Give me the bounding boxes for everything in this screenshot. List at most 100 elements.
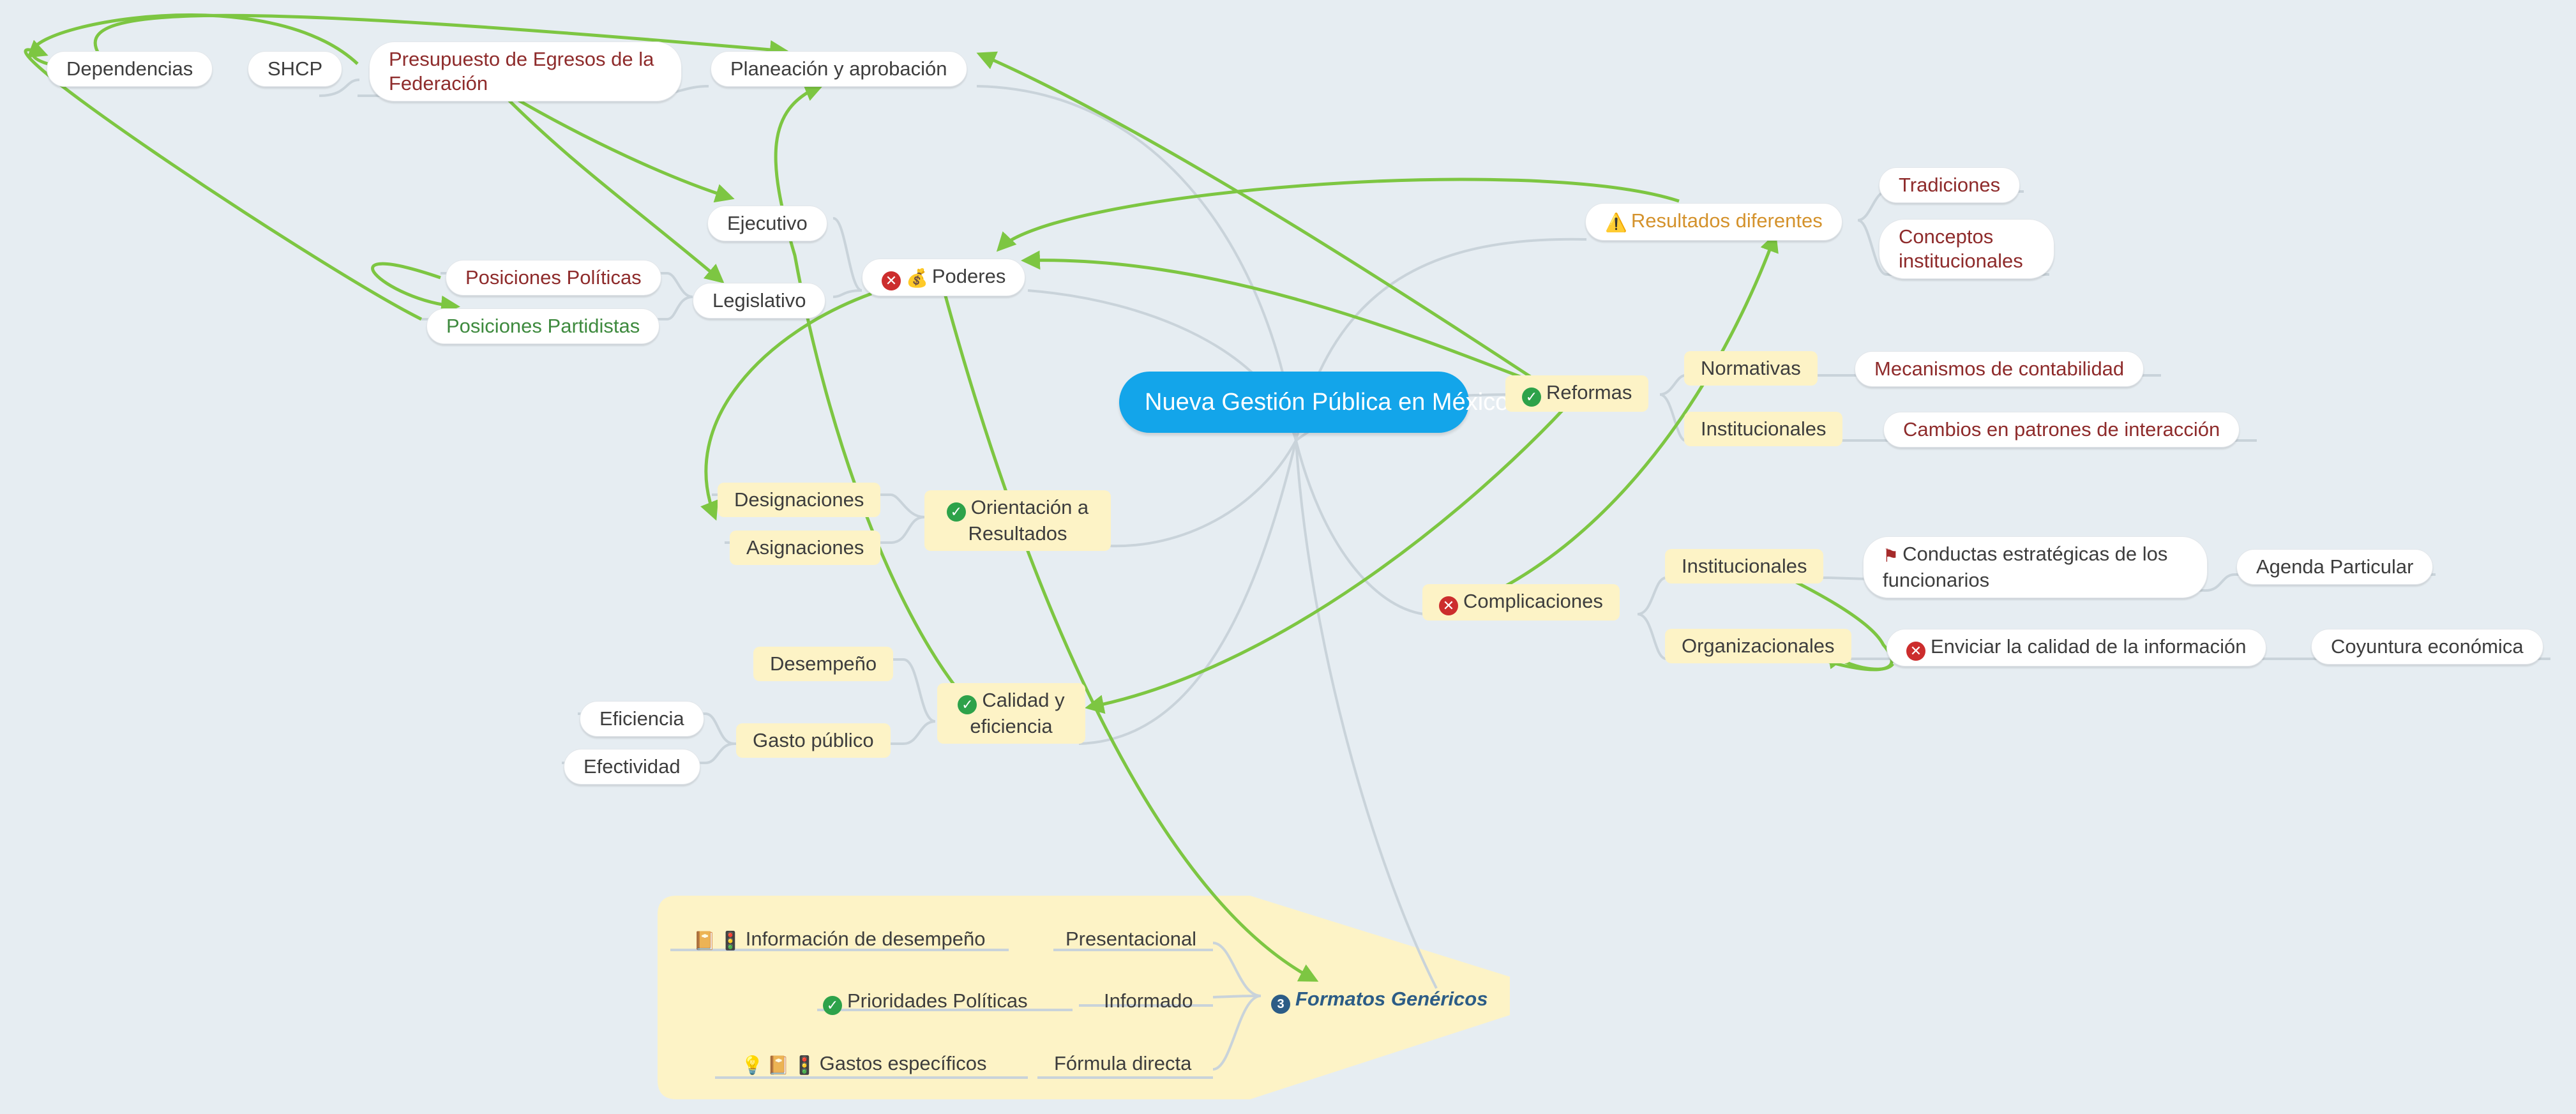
topic-presupuesto-label: Presupuesto de Egresos de la Federación (389, 48, 654, 94)
lightbulb-icon: 💡 (741, 1055, 764, 1075)
topic-gastos-especificos[interactable]: 💡📔🚦Gastos específicos (737, 1048, 991, 1081)
topic-mecanismos-label: Mecanismos de contabilidad (1874, 358, 2125, 380)
cross-circle-icon: ✕ (882, 271, 901, 290)
warning-icon: ⚠️ (1605, 213, 1627, 232)
branch-lines (319, 79, 2550, 1079)
topic-reformas-label: Reformas (1546, 381, 1632, 403)
topic-presentacional[interactable]: Presentacional (1062, 923, 1200, 955)
topic-organizacionales[interactable]: Organizacionales (1665, 629, 1851, 663)
topic-designaciones-label: Designaciones (734, 488, 864, 511)
traffic-light-icon: 🚦 (719, 931, 742, 951)
formatos-boundary (658, 896, 1510, 1099)
topic-institucionales-reformas-label: Institucionales (1701, 418, 1827, 440)
topic-conductas-label: Conductas estratégicas de los funcionari… (1883, 543, 2168, 591)
topic-resultados[interactable]: ⚠️Resultados diferentes (1585, 203, 1842, 241)
topic-gasto-publico-label: Gasto público (753, 729, 874, 751)
topic-poderes[interactable]: ✕ 💰Poderes (862, 259, 1026, 296)
topic-legislativo[interactable]: Legislativo (693, 283, 826, 319)
topic-institucionales-reformas[interactable]: Institucionales (1684, 412, 1843, 446)
book-icon: 📔 (767, 1055, 790, 1075)
topic-normativas[interactable]: Normativas (1684, 351, 1818, 386)
topic-posiciones-politicas[interactable]: Posiciones Políticas (446, 260, 661, 296)
topic-institucionales-complicaciones[interactable]: Institucionales (1665, 549, 1824, 583)
check-circle-icon: ✓ (1522, 388, 1541, 407)
topic-informacion-desempeno-label: Información de desempeño (745, 928, 986, 950)
topic-posiciones-politicas-label: Posiciones Políticas (465, 266, 642, 289)
cross-circle-icon: ✕ (1439, 596, 1458, 615)
flag-icon: ⚑ (1883, 546, 1899, 566)
topic-mecanismos[interactable]: Mecanismos de contabilidad (1855, 351, 2144, 387)
topic-agenda-particular-label: Agenda Particular (2256, 555, 2414, 578)
topic-cambios[interactable]: Cambios en patrones de interacción (1883, 412, 2240, 448)
topic-agenda-particular[interactable]: Agenda Particular (2236, 549, 2434, 585)
topic-ejecutivo-label: Ejecutivo (727, 212, 808, 234)
topic-coyuntura[interactable]: Coyuntura económica (2311, 629, 2543, 665)
topic-tradiciones-label: Tradiciones (1899, 174, 2001, 196)
relationship-lines (24, 13, 1894, 982)
topic-presentacional-label: Presentacional (1066, 928, 1197, 950)
check-circle-icon: ✓ (946, 502, 966, 522)
topic-asignaciones-label: Asignaciones (746, 536, 864, 559)
topic-gasto-publico[interactable]: Gasto público (736, 723, 891, 758)
topic-enviciar-label: Enviciar la calidad de la información (1931, 635, 2247, 658)
check-circle-icon: ✓ (958, 695, 977, 714)
topic-ejecutivo[interactable]: Ejecutivo (707, 206, 827, 241)
topic-designaciones[interactable]: Designaciones (718, 483, 881, 517)
topic-eficiencia[interactable]: Eficiencia (580, 701, 704, 737)
topic-poderes-label: Poderes (931, 265, 1006, 287)
topic-tradiciones[interactable]: Tradiciones (1879, 167, 2021, 203)
number-badge-icon: 3 (1271, 995, 1290, 1014)
topic-conceptos-label: Conceptos institucionales (1899, 225, 2023, 272)
topic-shcp-label: SHCP (267, 57, 323, 80)
central-topic-label: Nueva Gestión Pública en México (1145, 389, 1509, 416)
topic-formatos[interactable]: 3 Formatos Genéricos (1267, 983, 1491, 1018)
topic-prioridades-politicas-label: Prioridades Políticas (847, 990, 1028, 1012)
topic-prioridades-politicas[interactable]: ✓ Prioridades Políticas (819, 985, 1032, 1019)
topic-dependencias-label: Dependencias (66, 57, 193, 80)
topic-reformas[interactable]: ✓ Reformas (1505, 375, 1649, 412)
topic-legislativo-label: Legislativo (712, 289, 806, 312)
topic-orientacion[interactable]: ✓Orientación a Resultados (924, 490, 1111, 551)
topic-informado[interactable]: Informado (1100, 985, 1197, 1017)
topic-informacion-desempeno[interactable]: 📔🚦Información de desempeño (689, 923, 989, 957)
topic-informado-label: Informado (1104, 990, 1193, 1012)
topic-asignaciones[interactable]: Asignaciones (730, 531, 881, 565)
topic-organizacionales-label: Organizacionales (1682, 635, 1835, 657)
traffic-light-icon: 🚦 (793, 1055, 816, 1075)
topic-efectividad[interactable]: Efectividad (564, 749, 700, 785)
topic-conceptos[interactable]: Conceptos institucionales (1879, 219, 2054, 279)
topic-complicaciones-label: Complicaciones (1463, 590, 1603, 612)
topic-normativas-label: Normativas (1701, 357, 1801, 379)
money-bag-icon: 💰 (906, 268, 928, 288)
topic-planeacion-label: Planeación y aprobación (730, 57, 947, 80)
topic-orientacion-label: Orientación a Resultados (968, 496, 1089, 545)
topic-posiciones-partidistas[interactable]: Posiciones Partidistas (426, 308, 660, 344)
topic-posiciones-partidistas-label: Posiciones Partidistas (446, 315, 640, 337)
topic-cambios-label: Cambios en patrones de interacción (1903, 418, 2220, 440)
topic-calidad[interactable]: ✓Calidad y eficiencia (937, 683, 1085, 744)
topic-enviciar[interactable]: ✕ Enviciar la calidad de la información (1887, 629, 2266, 666)
topic-planeacion[interactable]: Planeación y aprobación (711, 51, 967, 87)
cross-circle-icon: ✕ (1906, 642, 1925, 661)
central-topic[interactable]: Nueva Gestión Pública en México (1119, 372, 1509, 433)
topic-complicaciones[interactable]: ✕ Complicaciones (1422, 584, 1620, 621)
topic-dependencias[interactable]: Dependencias (47, 51, 213, 87)
topic-eficiencia-label: Eficiencia (599, 707, 684, 730)
topic-desempeno-label: Desempeño (770, 652, 877, 675)
check-circle-icon: ✓ (823, 996, 842, 1015)
book-icon: 📔 (693, 931, 716, 951)
topic-resultados-label: Resultados diferentes (1631, 209, 1823, 232)
topic-gastos-especificos-label: Gastos específicos (819, 1052, 987, 1074)
topic-formula-directa-label: Fórmula directa (1054, 1052, 1192, 1074)
topic-formula-directa[interactable]: Fórmula directa (1050, 1048, 1195, 1080)
topic-efectividad-label: Efectividad (584, 755, 681, 778)
topic-formatos-label: Formatos Genéricos (1295, 988, 1488, 1010)
topic-coyuntura-label: Coyuntura económica (2331, 635, 2524, 658)
topic-shcp[interactable]: SHCP (248, 51, 343, 87)
topic-conductas[interactable]: ⚑Conductas estratégicas de los funcionar… (1863, 536, 2208, 598)
topic-presupuesto[interactable]: Presupuesto de Egresos de la Federación (369, 41, 682, 102)
topic-institucionales-complicaciones-label: Institucionales (1682, 555, 1807, 577)
topic-desempeno[interactable]: Desempeño (753, 647, 894, 681)
topic-calidad-label: Calidad y eficiencia (970, 689, 1065, 737)
